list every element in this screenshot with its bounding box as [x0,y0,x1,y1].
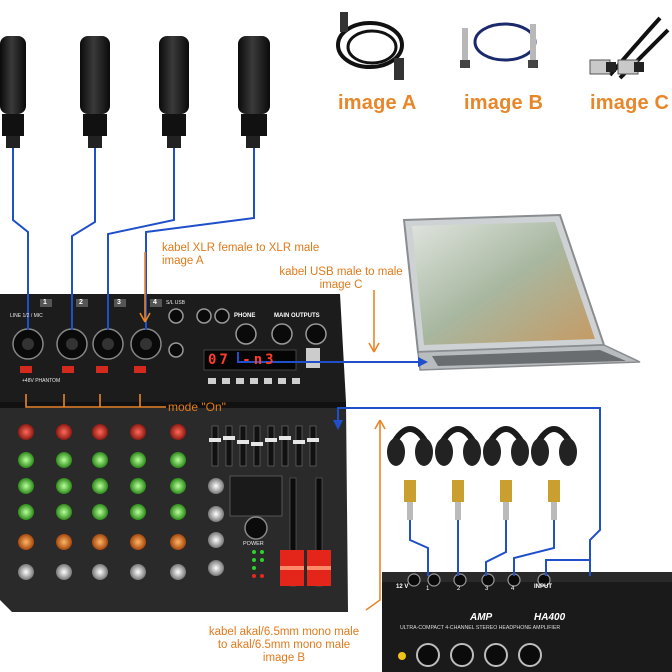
microphone-3-icon [159,36,189,148]
xlr-note-line2: image A [162,255,204,267]
main-outputs-label: MAIN OUTPUTS [274,313,320,319]
amp-output-3: 3 [485,586,489,592]
usb-note-line1: kabel USB male to male [279,266,403,278]
jack-note-line1: kabel akal/6.5mm mono male [208,626,360,638]
jack-note-line2: to akal/6.5mm mono male [217,639,351,651]
wire-arrowheads [333,357,428,430]
headphones-4-icon [531,426,577,520]
xlr-cable-icon [336,12,404,80]
image-a-label: image A [338,92,417,114]
usb-cable-icon [589,16,670,80]
amp-brand: AMP [470,612,493,623]
jack-note-line3: image B [262,652,306,664]
amp-output-2: 2 [457,586,461,592]
channel-input-label: LINE 1/2 / MIC [10,313,43,319]
amp-tagline: ULTRA-COMPACT 4-CHANNEL STEREO HEADPHONE… [400,625,561,631]
usb-label: S/L USB [166,300,185,306]
amp-input-label: INPUT [534,584,552,590]
audio-mixer [0,294,348,612]
wiring [12,148,601,576]
annotation-arrows [25,252,386,611]
image-b-label: image B [464,92,544,114]
channel-2-number: 2 [79,299,83,306]
headphones-3-icon [483,426,529,520]
mixer-display: 07 -n3 [208,352,277,368]
phone-section-label: PHONE [234,313,256,319]
mode-on-note: mode "On" [168,400,226,414]
headphone-amplifier [382,572,672,672]
microphone-1-icon [0,36,26,148]
jack-cable-icon [460,22,538,68]
amp-power-label: 12 V [396,584,409,590]
microphone-4-icon [238,36,270,148]
jack-note: kabel akal/6.5mm mono male to akal/6.5mm… [196,626,372,665]
amp-output-1: 1 [426,586,430,592]
power-label: POWER [243,541,264,547]
laptop-icon [402,213,641,371]
channel-4-number: 4 [153,299,157,306]
usb-note-line2: image C [319,279,363,291]
amp-model: HA400 [534,612,566,623]
usb-note: kabel USB male to male image C [266,266,416,292]
image-c-label: image C [590,92,670,114]
xlr-note-line1: kabel XLR female to XLR male [162,242,320,254]
headphones-1-icon [387,426,433,520]
channel-3-number: 3 [117,299,121,306]
xlr-note: kabel XLR female to XLR male image A [162,242,319,268]
channel-1-number: 1 [43,299,47,306]
amp-output-4: 4 [511,586,515,592]
headphones-2-icon [435,426,481,520]
phantom-label: +48V PHANTOM [22,378,61,384]
microphone-2-icon [80,36,110,148]
